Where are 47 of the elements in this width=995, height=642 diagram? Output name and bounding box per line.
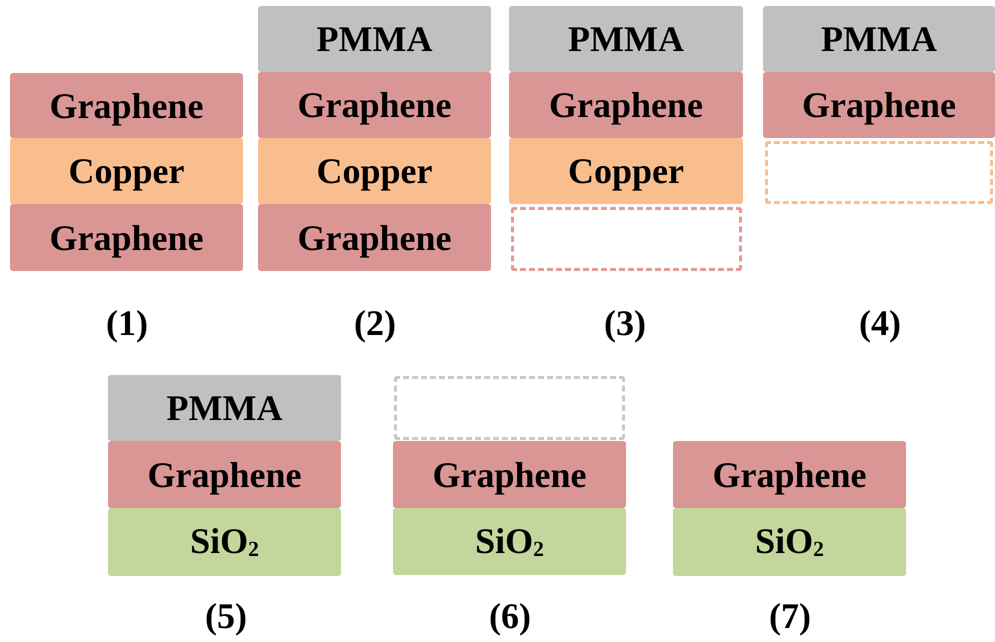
step-number: (7)	[769, 598, 811, 634]
layer-block	[108, 375, 341, 441]
layer-name: Graphene	[432, 456, 586, 492]
layer-block	[258, 138, 491, 204]
step-number: (5)	[205, 598, 247, 634]
layer-block	[10, 73, 243, 138]
layer-block	[108, 508, 341, 576]
layer-block	[673, 508, 906, 576]
layer-name: PMMA	[316, 21, 432, 57]
layer-block	[10, 204, 243, 271]
step-number: (6)	[489, 598, 531, 634]
layer-name: PMMA	[821, 21, 937, 57]
layer-block	[393, 508, 626, 575]
layer-block	[509, 138, 743, 204]
layer-name: Graphene	[49, 220, 204, 256]
layer-block	[10, 138, 243, 204]
layer-block	[673, 441, 906, 508]
layer-name: SiO$_{2}$	[755, 523, 824, 561]
step-number: (3)	[604, 305, 646, 341]
layer-name: Graphene	[548, 87, 703, 123]
layer-name: Graphene	[712, 456, 866, 492]
layer-name: Graphene	[297, 220, 452, 256]
layer-name: Copper	[568, 153, 684, 189]
layer-block	[258, 6, 491, 72]
layer-block	[258, 204, 491, 271]
removed-layer-outline	[765, 141, 993, 204]
layer-block	[509, 72, 743, 138]
layer-name: Copper	[316, 153, 432, 189]
removed-layer-outline	[511, 207, 742, 271]
layer-block	[509, 6, 743, 72]
layer-block	[393, 441, 626, 508]
step-number: (2)	[354, 305, 396, 341]
layer-block	[763, 6, 995, 72]
step-number: (1)	[106, 305, 148, 341]
layer-name: Graphene	[49, 88, 204, 124]
layer-block	[258, 72, 491, 138]
layer-name: Graphene	[147, 456, 302, 492]
layer-name: SiO$_{2}$	[190, 523, 259, 561]
layer-name: Copper	[68, 153, 184, 189]
layer-name: Graphene	[802, 87, 956, 123]
layer-name: Graphene	[297, 87, 452, 123]
layer-name: SiO$_{2}$	[475, 522, 544, 560]
layer-name: PMMA	[568, 21, 684, 57]
layer-block	[763, 72, 995, 138]
layer-name: PMMA	[166, 390, 282, 426]
layer-block	[108, 441, 341, 508]
step-number: (4)	[859, 305, 901, 341]
